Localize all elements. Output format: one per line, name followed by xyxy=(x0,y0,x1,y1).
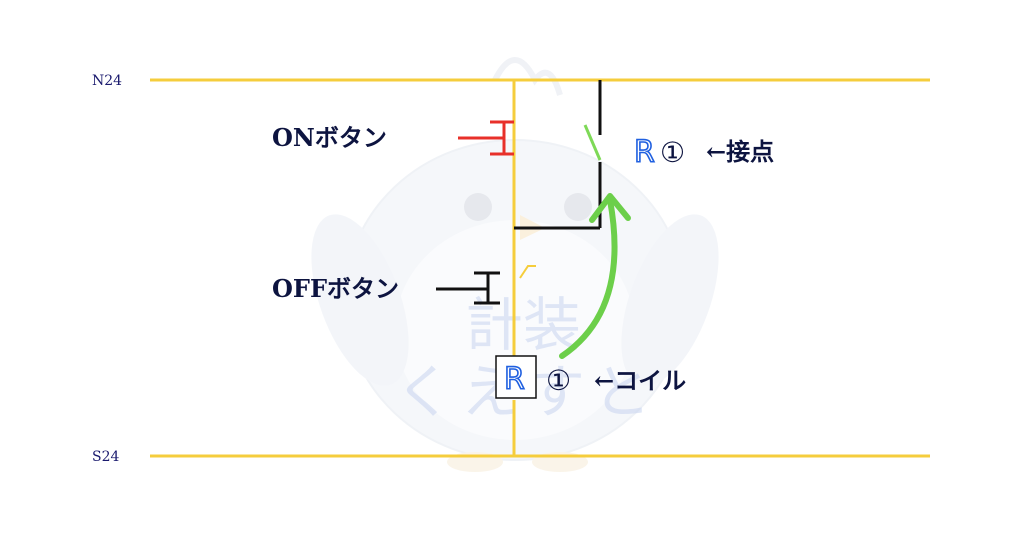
relay-contact-number: ① xyxy=(660,136,685,169)
rail-n24-label: N24 xyxy=(92,73,122,89)
self-hold-branch xyxy=(514,80,602,230)
on-button-symbol xyxy=(458,120,514,156)
off-button-label: OFFボタン xyxy=(272,274,399,303)
relay-coil-symbol: R xyxy=(504,362,525,397)
on-button-label: ONボタン xyxy=(272,123,387,152)
relay-coil-annotation: ←コイル xyxy=(594,366,686,395)
watermark-title: 計装 xyxy=(465,291,581,359)
arrow-head-icon xyxy=(589,193,631,223)
rail-s24-label: S24 xyxy=(92,449,119,465)
relay-coil-number: ① xyxy=(546,364,571,397)
off-button-slash xyxy=(519,265,536,279)
off-button-symbol xyxy=(436,271,500,305)
relay-contact-annotation: ←接点 xyxy=(706,137,774,166)
relay-contact-symbol: R xyxy=(634,135,655,170)
coil-to-contact-arrow xyxy=(559,197,618,359)
relay-coil-box xyxy=(495,355,537,399)
relay-contact-blade xyxy=(583,124,602,161)
